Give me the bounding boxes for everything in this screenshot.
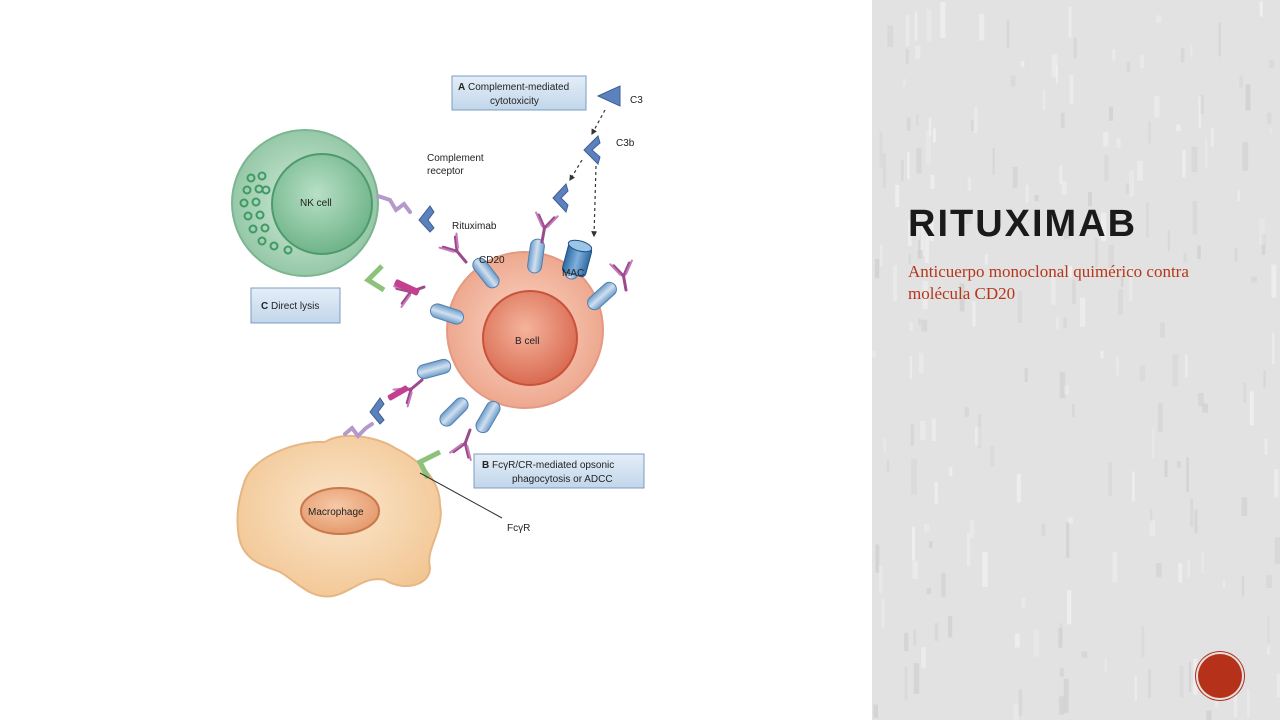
box-a-letter: A [458,82,465,93]
svg-text:C Direct lysis: C Direct lysis [261,301,319,312]
rituximab-mechanism-diagram: NK cell B cell Macrophage [231,75,645,598]
b-cell [446,251,604,409]
box-b-line1: FcγR/CR-mediated opsonic [492,460,614,471]
mac-complex [561,239,593,278]
cd20-molecules [416,238,617,434]
complement-receptor [343,194,412,440]
nk-cell [231,129,379,277]
nk-granules [239,171,293,255]
antibody [438,232,468,264]
macrophage-label: Macrophage [308,507,364,518]
nk-cell-label: NK cell [300,198,332,209]
box-b-line2: phagocytosis or ADCC [512,474,613,485]
svg-text:B FcγR/CR-mediated opsonic: B FcγR/CR-mediated opsonic [482,460,614,471]
fc-receptors [364,264,442,480]
complement-receptor-label-line1: Complement [427,153,484,164]
rituximab-antibodies [392,211,633,462]
box-c-letter: C [261,301,268,312]
box-direct-lysis: C Direct lysis [250,287,341,324]
cd20-label: CD20 [479,255,505,266]
mac-label: MAC [562,268,584,279]
macrophage [236,435,442,598]
antibody [535,211,559,244]
box-complement-mediated-cytotoxicity: A Complement-mediated cytotoxicity [451,75,587,111]
box-a-line1: Complement-mediated [468,82,569,93]
title-panel [872,0,1280,720]
fc-regions [387,279,420,401]
c3-triangle [596,85,621,107]
svg-text:A Complement-mediated: A Complement-mediated [458,82,569,93]
box-c-line1: Direct lysis [271,301,319,312]
c3-label: C3 [630,95,643,106]
box-a-line2: cytotoxicity [490,96,539,107]
antibody [609,259,633,292]
box-b-letter: B [482,460,489,471]
c3b-fragments [369,85,621,425]
fcgr-label: FcγR [507,523,530,534]
circle-button-icon[interactable] [1198,654,1242,698]
slide-subtitle: Anticuerpo monoclonal quimérico contra m… [908,262,1189,303]
panel-texture [872,1,1280,720]
slide-title: Rituximab [908,203,1138,245]
fcgr-pointer [419,472,503,519]
b-cell-label: B cell [515,336,539,347]
complement-receptor-label-line2: receptor [427,166,464,177]
box-opsonic-phagocytosis: B FcγR/CR-mediated opsonic phagocytosis … [473,453,645,489]
rituximab-label: Rituximab [452,221,497,232]
cascade-arrows [569,109,606,238]
antibody [449,428,472,462]
c3b-label: C3b [616,138,635,149]
